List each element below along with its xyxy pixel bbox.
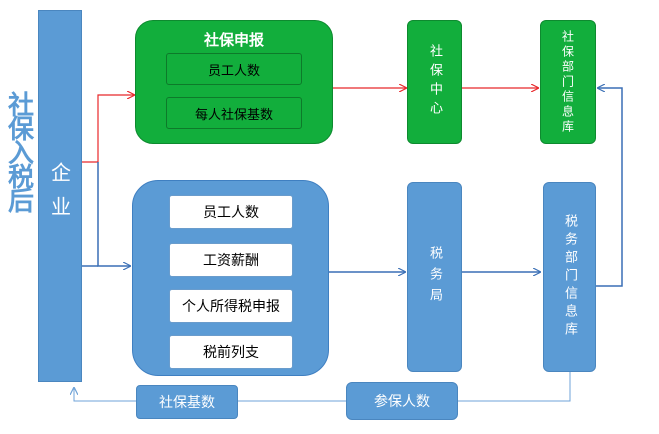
tax-item-employees: 员工人数	[169, 195, 293, 229]
enterprise-label: 企业	[47, 162, 72, 230]
tax-info-group: 员工人数 工资薪酬 个人所得税申报 税前列支	[132, 180, 329, 376]
declaration-item-employees: 员工人数	[166, 53, 302, 85]
tax-item-income-tax-return: 个人所得税申报	[169, 289, 293, 323]
enterprise-node: 企业	[38, 10, 82, 382]
social-declaration-title: 社保申报	[203, 31, 264, 49]
tax-item-pretax-deduction: 税前列支	[169, 335, 293, 369]
social-dept-db-node: 社保部门信息库	[540, 20, 596, 144]
arrow-enterprise-to-tax-group	[97, 162, 130, 266]
arrow-tax-db-to-social-db	[596, 88, 623, 287]
social-declaration-group: 社保申报 员工人数 每人社保基数	[135, 20, 333, 144]
line-tax-db-to-insured	[458, 372, 571, 402]
social-center-node: 社保中心	[407, 20, 462, 144]
arrow-base-to-enterprise	[74, 388, 136, 402]
social-dept-db-label: 社保部门信息库	[560, 29, 575, 135]
insured-count-node: 参保人数	[346, 382, 458, 420]
tax-bureau-node: 税务局	[407, 182, 462, 372]
side-title: 社保入税后	[3, 91, 34, 211]
social-base-node: 社保基数	[136, 385, 238, 419]
tax-dept-db-label: 税务部门信息库	[562, 214, 577, 340]
arrow-enterprise-to-social-declaration	[82, 95, 134, 163]
social-center-label: 社保中心	[427, 44, 442, 120]
tax-dept-db-node: 税务部门信息库	[543, 182, 596, 372]
tax-bureau-label: 税务局	[427, 245, 442, 309]
declaration-item-base: 每人社保基数	[166, 97, 302, 129]
tax-item-salary: 工资薪酬	[169, 243, 293, 277]
